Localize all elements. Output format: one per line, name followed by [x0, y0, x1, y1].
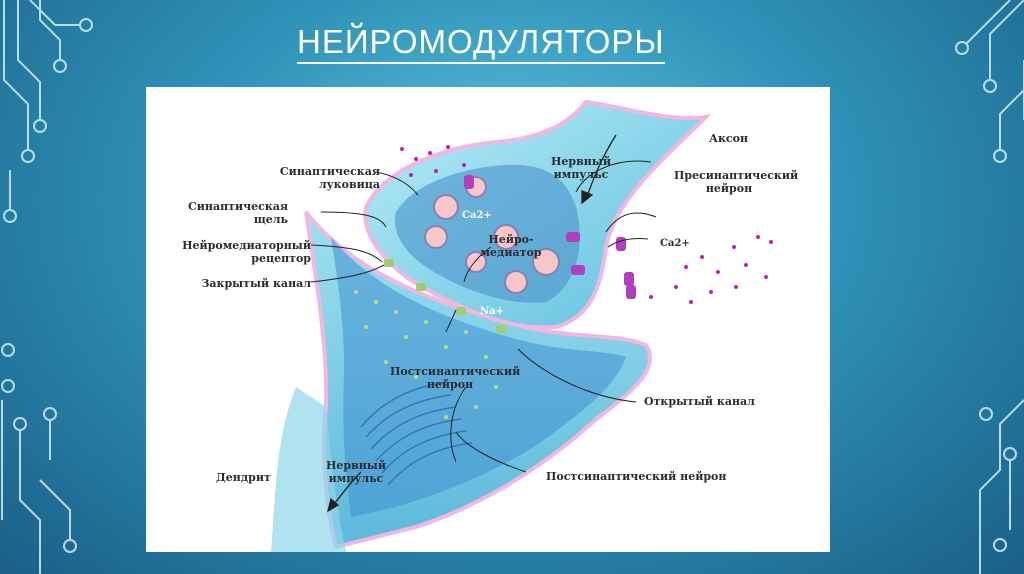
label-open-channel: Открытый канал [644, 395, 755, 408]
label-ca-inside: Ca2+ [462, 209, 492, 222]
label-nerve-impulse-top: Нервный импульс [545, 155, 617, 181]
synapse-diagram-panel: Аксон Нервный импульс Пресинаптический н… [146, 87, 830, 552]
label-neuromediator: Нейро- медиатор [476, 233, 546, 259]
label-ca-outside: Ca2+ [660, 237, 690, 250]
label-na: Na+ [480, 305, 504, 318]
label-synaptic-bulb: Синаптическая луковица [230, 165, 380, 191]
label-postsynaptic-neuron-inner: Постсинаптический нейрон [390, 365, 510, 391]
slide-title: НЕЙРОМОДУЛЯТОРЫ [297, 24, 665, 64]
label-nerve-impulse-bottom: Нервный импульс [316, 459, 396, 485]
label-closed-channel: Закрытый канал [186, 277, 311, 290]
label-axon: Аксон [709, 132, 748, 145]
label-postsynaptic-neuron-outer: Постсинаптический нейрон [546, 470, 726, 483]
label-synaptic-cleft: Синаптическая щель [188, 200, 288, 226]
label-presynaptic-neuron: Пресинаптический нейрон [674, 169, 784, 195]
circuit-decoration-left [0, 0, 110, 574]
label-neuromediator-receptor: Нейромедиаторный рецептор [156, 239, 311, 265]
label-dendrite: Дендрит [216, 471, 271, 484]
